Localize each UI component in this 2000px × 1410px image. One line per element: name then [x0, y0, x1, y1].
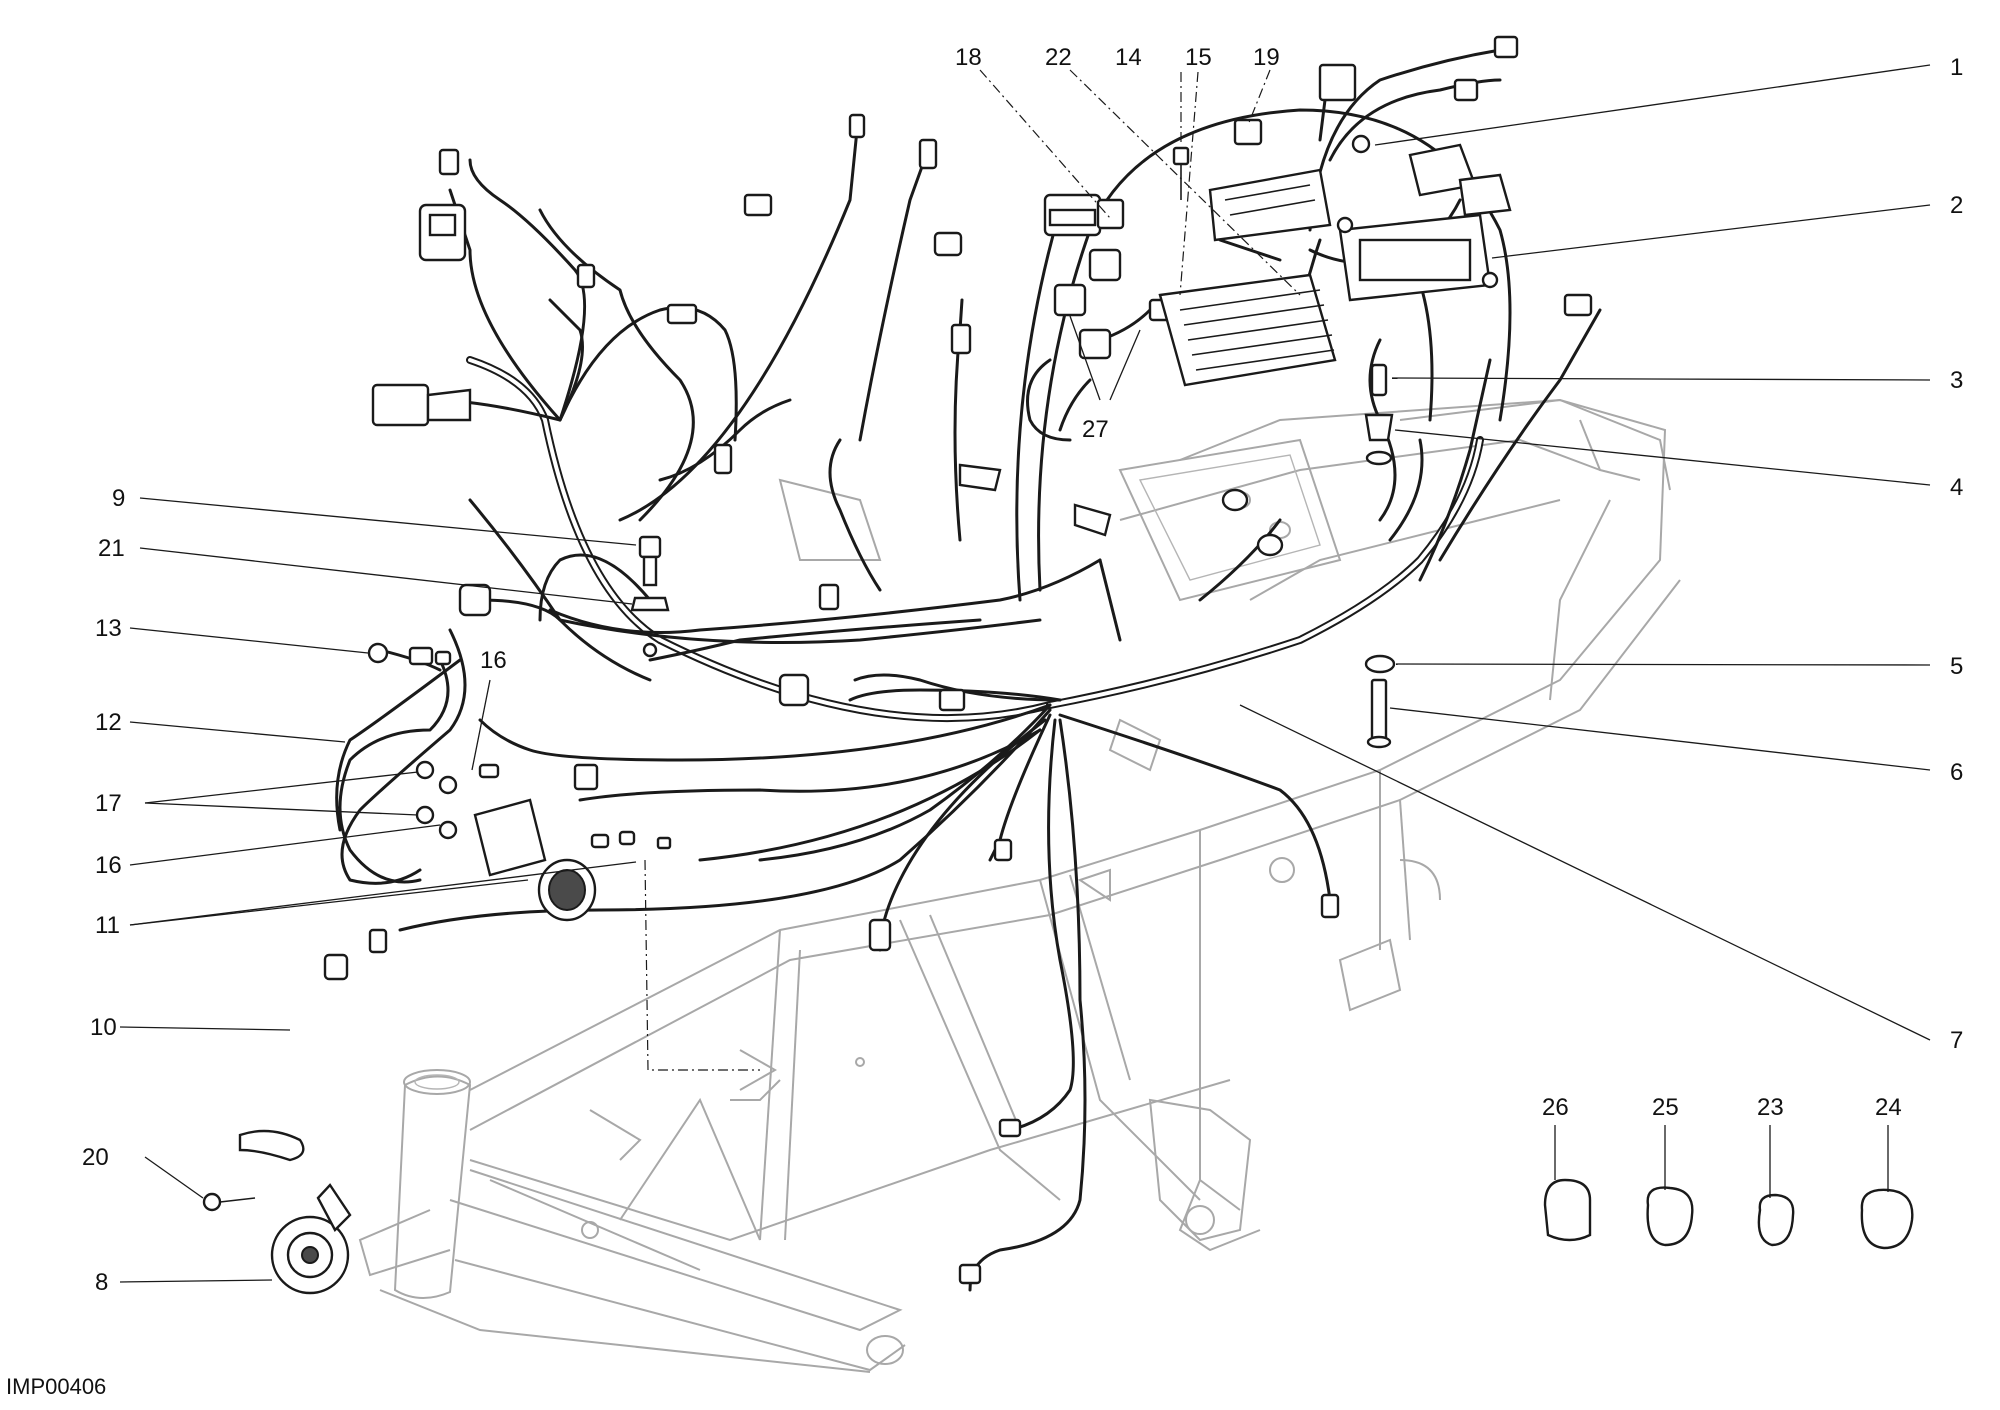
- callout-24: 24: [1875, 1094, 1902, 1121]
- voltage-regulator: [1158, 273, 1337, 387]
- callout-11: 11: [95, 912, 120, 939]
- callout-23: 23: [1757, 1094, 1784, 1121]
- callout-2: 2: [1950, 192, 1963, 219]
- relay: [1053, 283, 1087, 317]
- leader-lines: [119, 64, 1931, 1283]
- callout-3: 3: [1950, 367, 1963, 394]
- cable-tie-26: [1543, 1178, 1592, 1242]
- callout-7: 7: [1950, 1027, 1963, 1054]
- callout-18: 18: [955, 44, 982, 71]
- callout-27: 27: [1082, 416, 1109, 443]
- callout-12: 12: [95, 709, 122, 736]
- callout-14: 14: [1115, 44, 1142, 71]
- callout-4: 4: [1950, 474, 1963, 501]
- callout-8: 8: [95, 1269, 108, 1296]
- cable-tie-25: [1646, 1186, 1694, 1247]
- callout-10: 10: [90, 1014, 117, 1041]
- components: [202, 35, 1914, 1295]
- callout-1: 1: [1950, 54, 1963, 81]
- callout-17: 17: [95, 790, 122, 817]
- callout-22: 22: [1045, 44, 1072, 71]
- callout-15: 15: [1185, 44, 1212, 71]
- cable-tie-23: [1757, 1193, 1795, 1247]
- motorcycle-frame: [358, 398, 1681, 1373]
- callout-26: 26: [1542, 1094, 1569, 1121]
- callout-20: 20: [82, 1144, 109, 1171]
- callout-5: 5: [1950, 653, 1963, 680]
- callout-16-lower: 16: [95, 852, 122, 879]
- callout-25: 25: [1652, 1094, 1679, 1121]
- starter-relay: [473, 798, 547, 877]
- callout-labels: 1 2 3 4 5 6 7 8 9 10 11 12 13 14 15 16 1…: [82, 44, 1963, 1296]
- callout-6: 6: [1950, 759, 1963, 786]
- callout-16-upper: 16: [480, 647, 507, 674]
- callout-21: 21: [98, 535, 125, 562]
- drawing-code: IMP00406: [6, 1374, 107, 1399]
- cable-tie-24: [1860, 1188, 1914, 1250]
- callout-13: 13: [95, 615, 122, 642]
- callout-19: 19: [1253, 44, 1280, 71]
- callout-9: 9: [112, 485, 125, 512]
